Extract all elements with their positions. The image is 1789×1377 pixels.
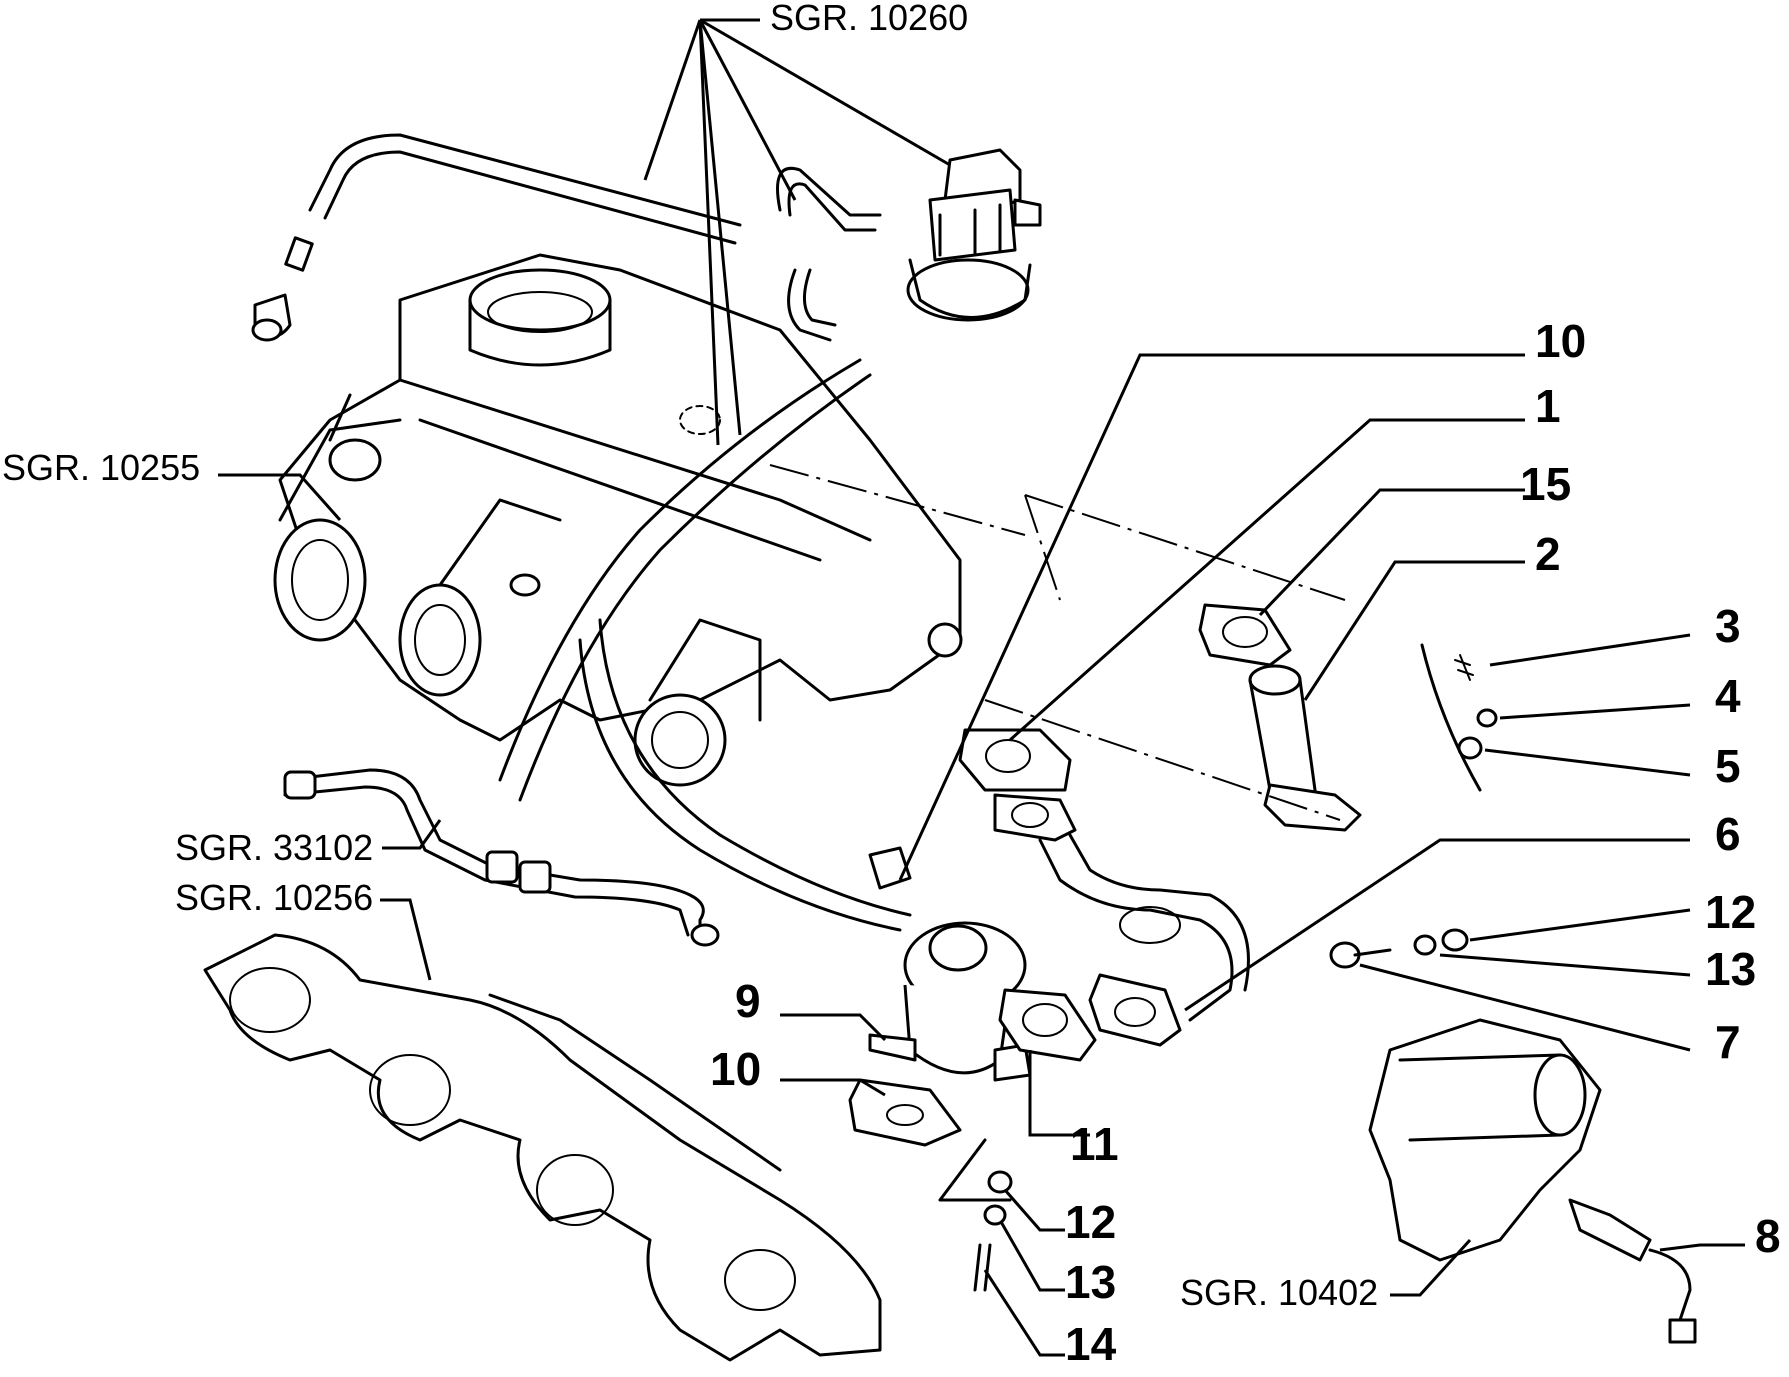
callout-12-bottom: 12	[1065, 1196, 1116, 1248]
callout-7: 7	[1715, 1016, 1741, 1068]
pipe-2	[1248, 664, 1362, 832]
return-hose	[283, 768, 720, 947]
callout-12-right: 12	[1705, 886, 1756, 938]
callout-1: 1	[1535, 380, 1561, 432]
callout-8: 8	[1755, 1210, 1781, 1262]
exhaust-manifold	[203, 933, 882, 1362]
egr-pipe	[958, 728, 1250, 1047]
gasket-10-lower	[848, 1078, 962, 1147]
callout-10-left: 10	[710, 1043, 761, 1095]
label-sgr-10256: SGR. 10256	[175, 877, 373, 918]
callout-9: 9	[735, 975, 761, 1027]
callout-10-top: 10	[1535, 315, 1586, 367]
callout-3: 3	[1715, 600, 1741, 652]
fasteners-12-13-14	[973, 1170, 1013, 1292]
label-sgr-10402: SGR. 10402	[1180, 1272, 1378, 1313]
thermostat-housing	[1368, 1018, 1602, 1262]
callout-2: 2	[1535, 528, 1561, 580]
callout-13-bottom: 13	[1065, 1256, 1116, 1308]
gasket-15	[1198, 603, 1292, 667]
fasteners-12-13-7	[1329, 928, 1469, 969]
gasket-11	[998, 988, 1097, 1062]
fasteners-3-4-5	[1420, 643, 1498, 792]
vacuum-hoses	[251, 133, 1042, 932]
sensor-8	[1568, 1198, 1697, 1344]
assembly-lines	[769, 464, 1346, 821]
leader-lines	[218, 18, 1745, 1357]
label-sgr-33102: SGR. 33102	[175, 827, 373, 868]
intake-manifold	[273, 253, 963, 787]
callout-4: 4	[1715, 670, 1741, 722]
callout-6: 6	[1715, 808, 1741, 860]
callout-14: 14	[1065, 1318, 1117, 1370]
label-sgr-10255: SGR. 10255	[2, 447, 200, 488]
callout-5: 5	[1715, 740, 1741, 792]
callout-11: 11	[1070, 1118, 1119, 1170]
callout-13-right: 13	[1705, 943, 1756, 995]
callout-15: 15	[1520, 458, 1571, 510]
label-sgr-10260: SGR. 10260	[770, 0, 968, 38]
